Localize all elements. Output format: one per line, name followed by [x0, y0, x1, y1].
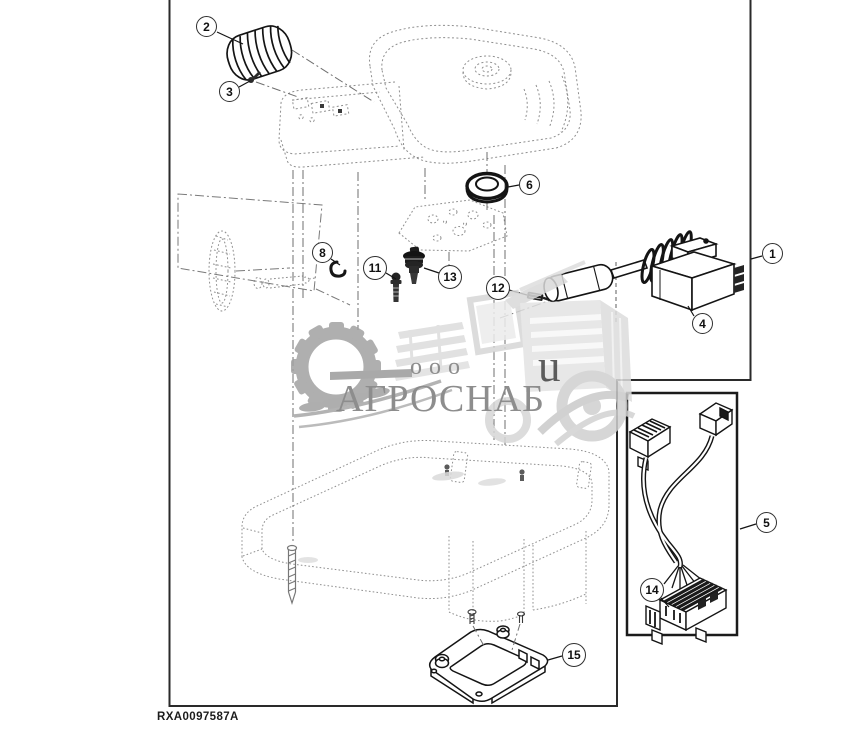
centerlines — [255, 49, 646, 543]
bottom-housing-drawing — [241, 440, 610, 622]
callout-11: 11 — [363, 256, 387, 280]
hanging-screw — [286, 544, 298, 605]
callout-12: 12 — [486, 276, 510, 300]
callout-4: 4 — [692, 313, 713, 334]
callout-5: 5 — [756, 512, 777, 533]
callout-6: 6 — [519, 174, 540, 195]
harness-part-5 — [628, 402, 734, 590]
seal-ring-part-6 — [465, 171, 509, 204]
thumbwheel-part — [208, 230, 316, 312]
callout-14: 14 — [640, 578, 664, 602]
mounting-plate-part-15 — [428, 625, 549, 705]
boot-part-2 — [226, 25, 293, 81]
top-housing-drawing — [278, 24, 582, 168]
bolt-part-11 — [390, 272, 402, 302]
watermark-graphics — [291, 260, 636, 563]
gasket-plate — [398, 199, 508, 252]
watermark-gear — [291, 322, 453, 429]
watermark-tractor — [298, 260, 636, 563]
callout-15: 15 — [562, 643, 586, 667]
connector-part-14 — [645, 577, 728, 646]
callout-13: 13 — [438, 265, 462, 289]
page-frame — [168, 0, 752, 707]
plate-screws — [467, 609, 526, 624]
inset-box — [625, 391, 739, 637]
callout-8: 8 — [312, 242, 333, 263]
callout-3: 3 — [219, 81, 240, 102]
clip-part-8 — [329, 260, 347, 278]
callout-2: 2 — [196, 16, 217, 37]
phantom-boundary-box — [177, 193, 351, 306]
callout-1: 1 — [762, 243, 783, 264]
drawing-code-label: RXA0097587A — [157, 711, 239, 723]
joystick-part-4 — [543, 230, 744, 312]
sensor-part-13 — [403, 246, 425, 284]
plate-centerlines — [472, 623, 521, 651]
